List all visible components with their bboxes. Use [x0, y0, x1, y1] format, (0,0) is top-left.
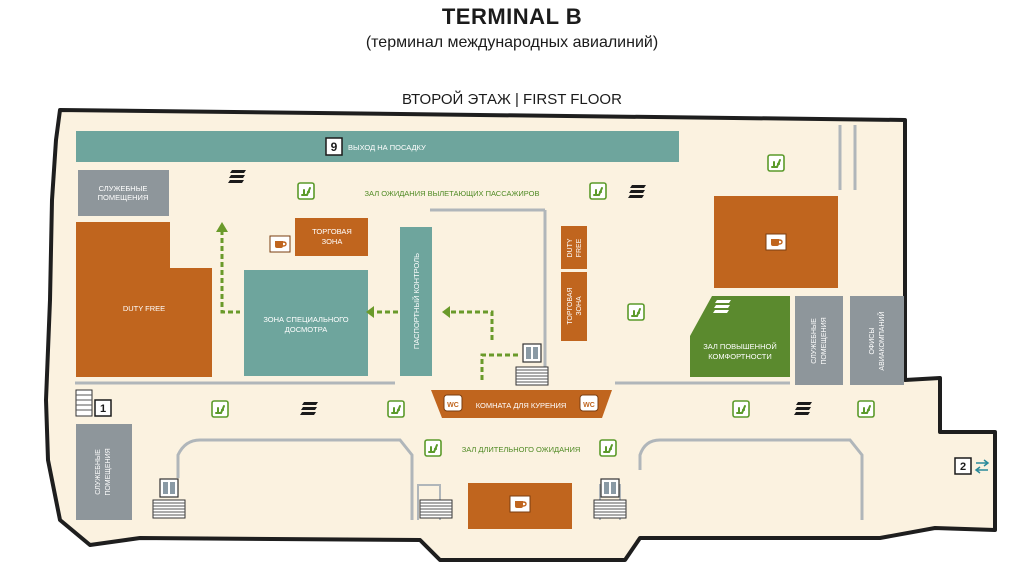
svg-text:ЗОНА СПЕЦИАЛЬНОГО: ЗОНА СПЕЦИАЛЬНОГО [263, 315, 348, 324]
svg-text:ОФИСЫ: ОФИСЫ [869, 327, 876, 354]
svg-text:ПАСПОРТНЫЙ КОНТРОЛЬ: ПАСПОРТНЫЙ КОНТРОЛЬ [412, 253, 421, 349]
svg-text:КОМНАТА ДЛЯ КУРЕНИЯ: КОМНАТА ДЛЯ КУРЕНИЯ [476, 401, 567, 410]
seat-icon [732, 400, 750, 418]
svg-text:1: 1 [100, 403, 106, 415]
elevator-icon [600, 478, 620, 498]
svg-text:ДОСМОТРА: ДОСМОТРА [285, 325, 327, 334]
svg-text:DUTY FREE: DUTY FREE [123, 304, 165, 313]
seat-icon [297, 182, 315, 200]
svg-text:ПОМЕЩЕНИЯ: ПОМЕЩЕНИЯ [105, 448, 112, 495]
gate-number-badge [325, 137, 343, 156]
info-desk-icon [794, 402, 812, 415]
svg-text:ТОРГОВАЯ: ТОРГОВАЯ [312, 227, 352, 236]
service-rooms-right [795, 296, 843, 385]
seat-icon [424, 439, 442, 457]
vip-lounge [690, 296, 790, 377]
seat-icon [857, 400, 875, 418]
svg-text:DUTY: DUTY [567, 238, 574, 257]
svg-text:СЛУЖЕБНЫЕ: СЛУЖЕБНЫЕ [99, 184, 148, 193]
page-title: TERMINAL B [441, 4, 583, 29]
seat-icon [387, 400, 405, 418]
svg-text:2: 2 [960, 461, 966, 473]
svg-text:КОМФОРТНОСТИ: КОМФОРТНОСТИ [708, 352, 771, 361]
svg-text:WC: WC [583, 402, 595, 409]
departure-hall-label: ЗАЛ ОЖИДАНИЯ ВЫЛЕТАЮЩИХ ПАССАЖИРОВ [365, 189, 540, 198]
elevator-icon [522, 343, 542, 363]
passenger-route [220, 230, 240, 314]
svg-text:АВИАКОМПАНИЙ: АВИАКОМПАНИЙ [877, 311, 886, 370]
seat-icon [767, 154, 785, 172]
duty-free-small [561, 226, 587, 269]
seat-icon [589, 182, 607, 200]
seat-icon [211, 400, 229, 418]
svg-text:ЗОНА: ЗОНА [576, 296, 583, 316]
service-rooms-left [76, 424, 132, 520]
gate-exit-bar [76, 131, 679, 162]
transfer-arrows-icon [974, 459, 990, 474]
svg-text:WC: WC [447, 402, 459, 409]
cafe-cup-icon [509, 495, 531, 513]
seat-icon [599, 439, 617, 457]
svg-text:СЛУЖЕБНЫЕ: СЛУЖЕБНЫЕ [811, 318, 818, 364]
long-wait-hall-label: ЗАЛ ДЛИТЕЛЬНОГО ОЖИДАНИЯ [462, 445, 581, 454]
svg-text:СЛУЖЕБНЫЕ: СЛУЖЕБНЫЕ [95, 449, 102, 495]
stair-2-badge [954, 457, 972, 475]
stairs-icon [152, 499, 186, 519]
svg-text:ТОРГОВАЯ: ТОРГОВАЯ [567, 287, 574, 324]
smoking-room [431, 390, 612, 418]
passport-control [400, 227, 432, 376]
trade-zone-vertical [561, 272, 587, 341]
floor-label: ВТОРОЙ ЭТАЖ | FIRST FLOOR [402, 91, 622, 108]
duty-free-main [76, 222, 212, 377]
elevator-icon [159, 478, 179, 498]
airline-offices [850, 296, 904, 385]
info-desk-icon [628, 185, 646, 198]
seat-icon [627, 303, 645, 321]
wc-right [579, 394, 599, 412]
service-rooms-top [78, 170, 169, 216]
page-subtitle: (терминал международных авиалиний) [365, 34, 659, 51]
cafe-cup-icon [765, 233, 787, 251]
gate-exit-label: ВЫХОД НА ПОСАДКУ [348, 143, 426, 152]
stairs-icon [515, 366, 549, 386]
security-zone [244, 270, 368, 376]
wc-left [443, 394, 463, 412]
svg-text:FREE: FREE [576, 238, 583, 257]
stairs-icon [593, 499, 627, 519]
trade-zone-top [295, 218, 368, 256]
svg-text:ПОМЕЩЕНИЯ: ПОМЕЩЕНИЯ [98, 193, 149, 202]
svg-text:ЗОНА: ЗОНА [322, 237, 343, 246]
svg-text:ЗАЛ ПОВЫШЕННОЙ: ЗАЛ ПОВЫШЕННОЙ [703, 342, 777, 351]
svg-text:ПОМЕЩЕНИЯ: ПОМЕЩЕНИЯ [821, 317, 828, 364]
stair-1-badge [94, 399, 112, 417]
stairs-1 [75, 389, 93, 417]
stairs-icon [419, 499, 453, 519]
gate-number: 9 [331, 140, 338, 154]
info-desk-icon [300, 402, 318, 415]
cafe-cup-icon [269, 235, 291, 253]
